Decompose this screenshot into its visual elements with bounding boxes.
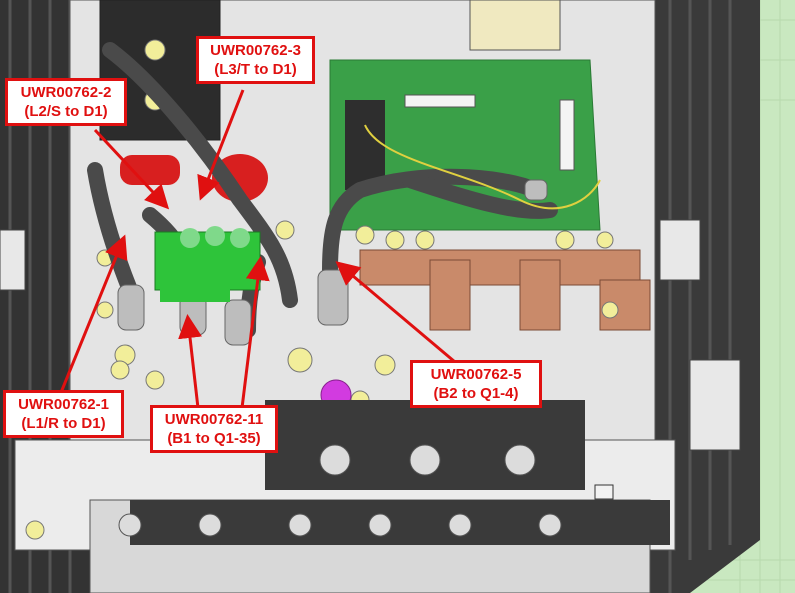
callout-route: (B1 to Q1-35) — [167, 430, 261, 447]
right-lower-bracket — [689, 359, 741, 451]
capacitor-left — [120, 155, 180, 185]
callout-part-number: UWR00762-5 — [430, 366, 522, 383]
leader-arrow-11b — [240, 256, 270, 409]
pcb-side-header — [559, 99, 575, 171]
callout-uwr00762-11: UWR00762-11 (B1 to Q1-35) — [150, 405, 278, 453]
left-mounting-bracket — [0, 229, 26, 291]
leader-arrows — [58, 89, 456, 409]
callout-part-number: UWR00762-11 — [164, 411, 264, 428]
main-terminal-block — [118, 400, 670, 545]
pcb-connector-header — [404, 94, 476, 108]
callout-route: (L3/T to D1) — [214, 61, 297, 78]
callout-uwr00762-2: UWR00762-2 (L2/S to D1) — [5, 78, 127, 126]
callout-part-number: UWR00762-3 — [210, 42, 301, 59]
leader-arrow-11a — [178, 314, 202, 409]
callout-route: (L1/R to D1) — [21, 415, 106, 432]
leader-arrow-5 — [335, 261, 456, 364]
callout-part-number: UWR00762-1 — [18, 396, 109, 413]
callout-route: (L2/S to D1) — [24, 103, 108, 120]
callout-uwr00762-1: UWR00762-1 (L1/R to D1) — [3, 390, 124, 438]
callout-route: (B2 to Q1-4) — [433, 385, 519, 402]
callout-uwr00762-5: UWR00762-5 (B2 to Q1-4) — [410, 360, 542, 408]
leader-arrow-2 — [93, 128, 170, 210]
leader-arrow-3 — [197, 89, 245, 201]
signal-wire — [364, 124, 601, 210]
green-connector — [154, 226, 261, 302]
callout-part-number: UWR00762-2 — [20, 84, 112, 101]
pcb-dark-module — [345, 100, 385, 190]
leader-arrow-1 — [58, 234, 128, 396]
top-component — [469, 0, 561, 51]
right-mounting-bracket — [659, 219, 701, 281]
callout-uwr00762-3: UWR00762-3 (L3/T to D1) — [196, 36, 315, 84]
